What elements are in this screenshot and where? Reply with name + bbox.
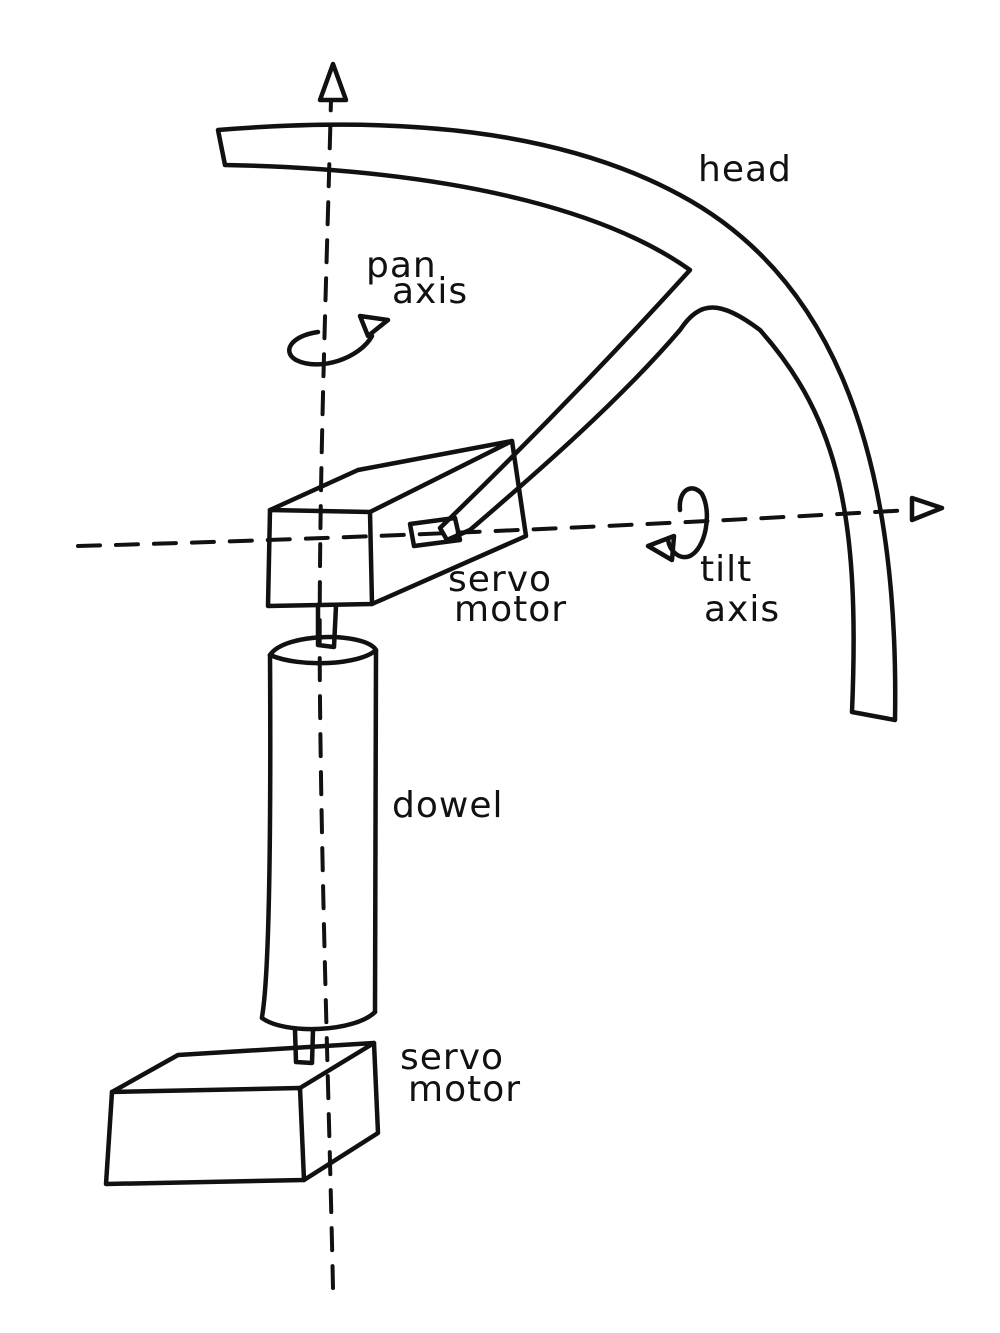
- tilt-axis: [78, 498, 942, 546]
- tilt-axis-label-line1: tilt: [700, 552, 752, 588]
- head-label: head: [698, 152, 792, 188]
- pan-axis: [320, 64, 346, 1288]
- servo-motor-bottom: [106, 1043, 378, 1184]
- tilt-axis-label-line2: axis: [704, 592, 780, 628]
- dowel-label: dowel: [392, 788, 503, 824]
- servo-bottom-label-line2: motor: [408, 1072, 521, 1108]
- servo-top-label-line2: motor: [454, 592, 567, 628]
- pan-axis-label-line2: axis: [392, 274, 468, 310]
- pan-rotation-arrow: [289, 316, 388, 364]
